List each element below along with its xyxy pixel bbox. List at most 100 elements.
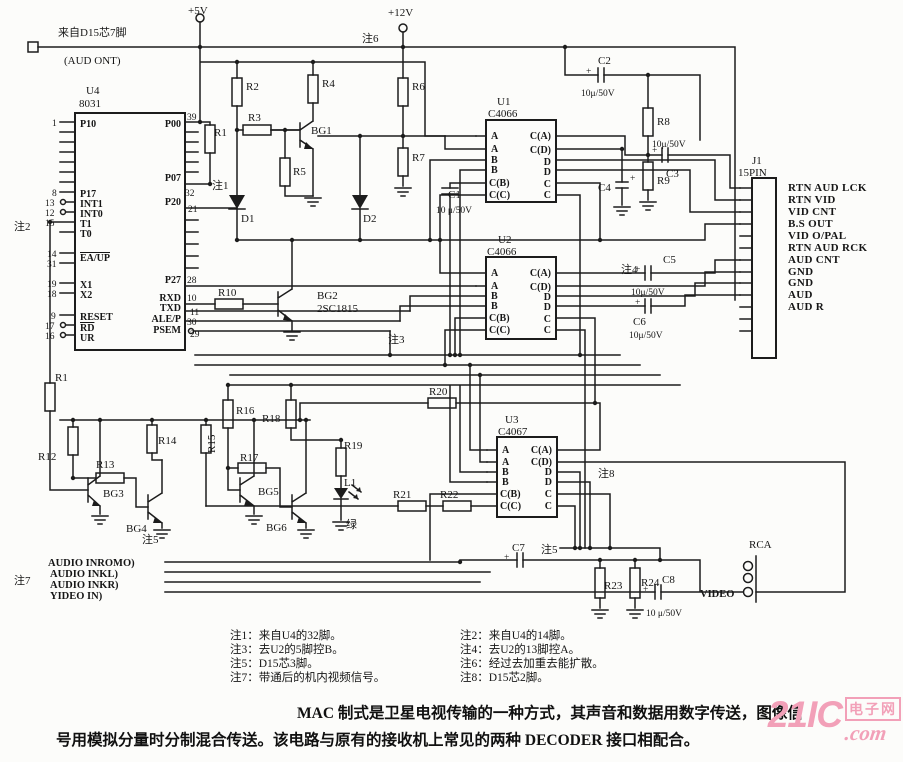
r1-label: R1 — [214, 127, 227, 139]
pin16-bubble — [59, 331, 67, 339]
j1-pin: GND — [788, 277, 813, 289]
u1-ref: U1 — [497, 96, 510, 108]
u4-pin-no: 30 — [187, 318, 197, 328]
resistor-r19 — [335, 447, 347, 477]
u2-pin: B — [491, 301, 498, 312]
j1-pin: GND — [788, 266, 813, 278]
resistor-r16 — [222, 399, 234, 429]
video-in: YIDEO IN) — [50, 591, 103, 602]
note-7: 注7：带通后的机内视频信号。 — [230, 670, 385, 684]
u2-pin: C(B) — [489, 313, 510, 324]
u3-pin: C(C) — [500, 501, 521, 512]
resistor-r22 — [442, 500, 472, 512]
u4-pin: RD — [80, 323, 94, 334]
u3-pin: B — [502, 477, 509, 488]
c5-plus: + — [635, 265, 640, 275]
u2-pin: A — [491, 281, 499, 292]
transistor-bg3 — [86, 419, 102, 515]
junction-dots — [47, 44, 663, 565]
u4-ref: U4 — [86, 85, 100, 97]
j1-pin: B.S OUT — [788, 218, 833, 230]
plus12v-label: +12V — [388, 7, 413, 19]
note8-ref: 注8 — [598, 466, 615, 480]
u4-pin: P07 — [165, 173, 181, 184]
bg6-label: BG6 — [266, 522, 287, 534]
watermark-suffix: .com — [843, 721, 889, 745]
resistor-r10 — [214, 298, 244, 310]
j1-pin: VID O/PAL — [788, 230, 846, 242]
u2-pin: B — [491, 291, 498, 302]
j1-pin: RTN VID — [788, 194, 836, 206]
u4-pin-no: 11 — [190, 308, 199, 318]
u3-pin: D — [545, 467, 552, 478]
diode-d1 — [229, 195, 245, 209]
u1-pin: C — [544, 190, 551, 201]
caption-line-1: MAC 制式是卫星电视传输的一种方式，其声音和数据用数字传送，图像信 — [297, 705, 803, 722]
r19-label: R19 — [344, 440, 363, 452]
aud-cnt-terminal — [27, 41, 39, 53]
u4-pin: INT0 — [80, 209, 103, 220]
bg1-emitter-arrow — [304, 142, 313, 149]
l1-label: L1 — [344, 477, 356, 489]
c6-label: C6 — [633, 316, 646, 328]
u3-pin: C(B) — [500, 489, 521, 500]
bg5-emitter-arrow — [244, 500, 254, 506]
c1-label: C1 — [448, 189, 461, 201]
video-out-label: VIDEO — [700, 589, 734, 600]
resistor-r11 — [44, 382, 56, 412]
u4-pin: P27 — [165, 275, 181, 286]
r10-label: R10 — [218, 287, 237, 299]
r9-label: R9 — [657, 175, 670, 187]
note6-ref: 注6 — [362, 31, 379, 45]
j1-pin: AUD R — [788, 301, 825, 313]
resistor-r20 — [427, 397, 457, 409]
r22-label: R22 — [440, 489, 458, 501]
pin13-bubble — [59, 198, 67, 206]
resistor-r21 — [397, 500, 427, 512]
resistor-r3 — [242, 124, 272, 136]
u1-pin: C(B) — [489, 178, 510, 189]
plus5v-terminal — [195, 13, 205, 23]
u1-part: C4066 — [488, 108, 518, 120]
u1-pin: D — [544, 157, 551, 168]
bus-bundle — [194, 354, 681, 483]
r20-label: R20 — [429, 386, 448, 398]
ground-symbols — [91, 187, 657, 619]
u2-ref: U2 — [498, 234, 511, 246]
diodes — [228, 195, 369, 501]
note-5: 注5：D15芯3脚。 — [230, 656, 319, 670]
j1-ref: J1 — [752, 155, 762, 167]
j1-pin: RTN AUD RCK — [788, 242, 867, 254]
u4-pin: X1 — [80, 280, 92, 291]
u4-pin-no: 16 — [45, 332, 55, 342]
u4-pin: RESET — [80, 312, 113, 323]
bg6-emitter-arrow — [297, 517, 306, 523]
u4-pin-no: 19 — [47, 280, 57, 290]
resistor-r9 — [642, 161, 654, 191]
bg2-part: 2SC1815 — [317, 303, 358, 315]
u1-pin: A — [491, 144, 499, 155]
u1-pin: C(C) — [489, 190, 510, 201]
u2-part: C4066 — [487, 246, 517, 258]
transistor-bg4 — [146, 459, 164, 529]
u1-pin: C — [544, 179, 551, 190]
c3-label: C3 — [666, 168, 679, 180]
bg3-emitter-arrow — [92, 500, 100, 506]
c6-value: 10μ/50V — [629, 331, 663, 341]
resistor-r4 — [307, 74, 319, 104]
note-8: 注8：D15芯2脚。 — [460, 670, 549, 684]
wires — [37, 21, 846, 609]
transistor-bg2 — [276, 239, 294, 331]
c1-value: 10 μ/50V — [436, 206, 472, 216]
u3-pin: C — [545, 501, 552, 512]
bg4-label: BG4 — [126, 523, 147, 535]
u4-pin-no: 9 — [51, 312, 56, 322]
transistors — [86, 102, 315, 529]
j1-connector-body — [751, 177, 777, 359]
note-3: 注3：去U2的5脚控B。 — [230, 642, 344, 656]
u1-pin: A — [491, 131, 499, 142]
resistor-r8 — [642, 107, 654, 137]
u4-pin-no: 39 — [187, 113, 197, 123]
